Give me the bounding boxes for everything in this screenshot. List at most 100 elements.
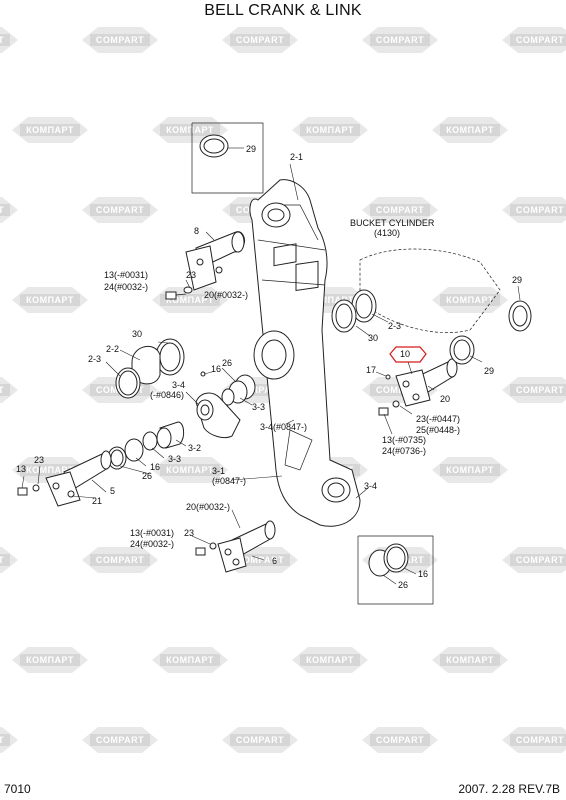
label-20-a: 20(#0032-): [204, 290, 248, 300]
watermark-tile: КОМПАРТ: [152, 117, 228, 143]
watermark-text: COMPART: [516, 735, 564, 745]
label-26-b: 26: [142, 471, 152, 481]
label-8: 8: [194, 226, 199, 236]
watermark-tile: COMPART: [82, 727, 158, 753]
watermark-tile: COMPART: [82, 27, 158, 53]
label-23-a: 23: [186, 270, 196, 280]
watermark-text: КОМПАРТ: [446, 295, 494, 305]
label-13-b: 13: [16, 464, 26, 474]
watermark-text: COMPART: [236, 385, 284, 395]
rings-middle: [195, 371, 256, 439]
watermark-tile: КОМПАРТ: [292, 117, 368, 143]
watermark-tile: COMPART: [82, 547, 158, 573]
label-23-b: 23: [34, 455, 44, 465]
watermark-text: COMPART: [376, 35, 424, 45]
watermark-tile: COMPART: [82, 197, 158, 223]
watermark-text: COMPART: [516, 35, 564, 45]
label-17: 17: [366, 365, 376, 375]
watermark-text: КОМПАРТ: [446, 465, 494, 475]
watermark-tile: КОМПАРТ: [12, 647, 88, 673]
callout-labels: 29 2-1 BUCKET CYLINDER (4130) 8 23 13(-#…: [16, 144, 522, 590]
watermark-text: COMPART: [236, 735, 284, 745]
watermark-text: COMPART: [96, 35, 144, 45]
label-3-4-c: 3-4: [364, 481, 377, 491]
watermark-tile: COMPART: [0, 27, 18, 53]
watermark-tile: COMPART: [222, 27, 298, 53]
watermark-text: COMPART: [0, 205, 4, 215]
watermark-text: КОМПАРТ: [166, 465, 214, 475]
watermark-text: COMPART: [236, 555, 284, 565]
watermark-text: COMPART: [516, 205, 564, 215]
pin-right: [378, 300, 532, 416]
label-13-a: 13(-#0031): [104, 270, 148, 280]
label-23-right: 23(-#0447): [416, 414, 460, 424]
label-bucket-cylinder-ref: (4130): [374, 228, 400, 238]
watermark-tile: КОМПАРТ: [432, 287, 508, 313]
watermark-tile: КОМПАРТ: [292, 647, 368, 673]
pin-5: [17, 450, 112, 507]
watermark-text: КОМПАРТ: [166, 125, 214, 135]
watermark-text: COMPART: [0, 555, 4, 565]
label-3-3-a: 3-3: [252, 402, 265, 412]
watermark-text: КОМПАРТ: [446, 125, 494, 135]
watermark-tile: COMPART: [502, 727, 566, 753]
label-2-3-left: 2-3: [88, 354, 101, 364]
watermark-text: КОМПАРТ: [26, 465, 74, 475]
label-26-a: 26: [222, 358, 232, 368]
pin-6: [195, 520, 276, 573]
watermark-tile: COMPART: [0, 727, 18, 753]
watermark-tile: COMPART: [0, 197, 18, 223]
label-10: 10: [400, 349, 410, 359]
inset-box-bottom: [357, 535, 434, 605]
bushings-right: [331, 289, 377, 333]
label-16-b: 16: [150, 462, 160, 472]
label-30-right: 30: [368, 333, 378, 343]
label-bucket-cylinder: BUCKET CYLINDER: [350, 218, 435, 228]
watermark-text: КОМПАРТ: [306, 295, 354, 305]
watermark-text: КОМПАРТ: [306, 655, 354, 665]
watermark-text: КОМПАРТ: [306, 125, 354, 135]
label-24-right: 24(#0736-): [382, 446, 426, 456]
label-3-4-b: 3-4(#0847-): [260, 422, 307, 432]
watermark-tile: COMPART: [362, 197, 438, 223]
watermark-tile: КОМПАРТ: [152, 647, 228, 673]
label-29-right: 29: [484, 366, 494, 376]
watermark-text: COMPART: [0, 735, 4, 745]
watermark-tile: КОМПАРТ: [152, 457, 228, 483]
label-25-right: 25(#0448-): [416, 425, 460, 435]
watermark-tile: COMPART: [502, 377, 566, 403]
watermark-tile: КОМПАРТ: [432, 647, 508, 673]
label-2-2: 2-2: [106, 344, 119, 354]
watermark-tile: КОМПАРТ: [432, 117, 508, 143]
label-3-1: 3-1: [212, 466, 225, 476]
label-16-c: 16: [418, 569, 428, 579]
watermark-text: COMPART: [96, 555, 144, 565]
watermark-tile: КОМПАРТ: [12, 457, 88, 483]
watermark-tile: КОМПАРТ: [12, 287, 88, 313]
watermark-text: КОМПАРТ: [166, 295, 214, 305]
date-revision: 2007. 2.28 REV.7B: [458, 782, 560, 796]
label-24-c: 24(#0032-): [130, 539, 174, 549]
part-10-highlight: [389, 346, 427, 363]
watermark-tile: КОМПАРТ: [152, 287, 228, 313]
label-30-left: 30: [132, 329, 142, 339]
watermark-text: COMPART: [376, 385, 424, 395]
label-0846: (-#0846): [150, 390, 184, 400]
watermark-text: COMPART: [236, 35, 284, 45]
label-13-right: 13(-#0735): [382, 435, 426, 445]
watermark-tile: COMPART: [502, 197, 566, 223]
watermark-text: КОМПАРТ: [26, 125, 74, 135]
page-title: BELL CRANK & LINK: [204, 2, 362, 19]
label-29-top: 29: [246, 144, 256, 154]
label-3-2: 3-2: [188, 443, 201, 453]
label-0847: (#0847-): [212, 476, 246, 486]
watermark-tile: COMPART: [362, 377, 438, 403]
watermark-text: COMPART: [0, 385, 4, 395]
watermark-tile: COMPART: [222, 547, 298, 573]
bolt-13-top: [165, 286, 193, 300]
watermark-tile: COMPART: [222, 727, 298, 753]
watermark-tile: COMPART: [0, 547, 18, 573]
watermark-tile: COMPART: [0, 377, 18, 403]
bell-crank-body: [249, 179, 361, 527]
watermark-tile: COMPART: [362, 27, 438, 53]
